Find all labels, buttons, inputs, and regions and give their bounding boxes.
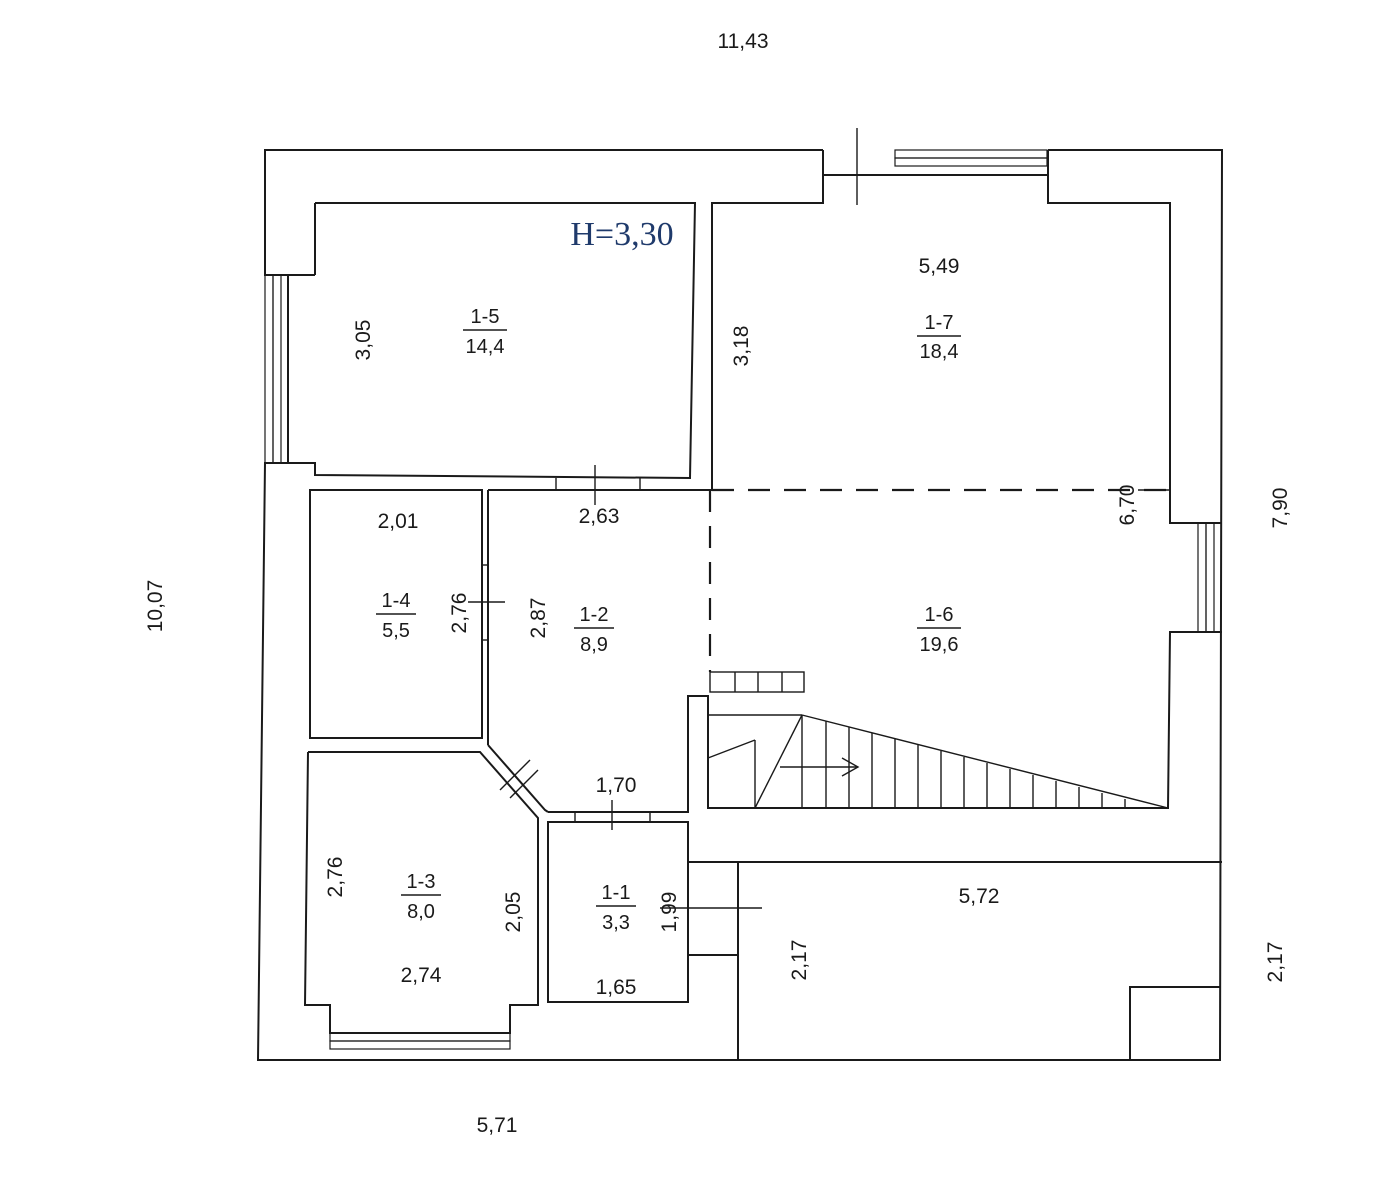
ceiling-height-label: H=3,30 [570, 216, 673, 253]
dim-top-width: 11,43 [718, 30, 769, 53]
room-label-1-3: 1-3 8,0 [401, 871, 441, 923]
room-label-1-6: 1-6 19,6 [917, 604, 961, 656]
room-1-1-walls [547, 821, 689, 1003]
room-label-1-4: 1-4 5,5 [376, 590, 416, 642]
room-1-7-1-6-walls [548, 174, 1222, 813]
room-area: 14,4 [466, 336, 505, 358]
room-1-3-walls [303, 751, 539, 1034]
room-1-2-chamfer [487, 744, 549, 813]
dim-r14-height: 2,76 [448, 593, 471, 634]
room-id: 1-3 [407, 871, 436, 893]
room-id: 1-5 [471, 306, 500, 328]
dim-r12-height: 2,87 [527, 598, 550, 639]
dim-right-lower: 2,17 [1264, 942, 1287, 983]
room-label-1-1: 1-1 3,3 [596, 882, 636, 934]
dim-r13-right: 2,05 [502, 892, 525, 933]
room-id: 1-6 [925, 604, 954, 626]
dim-r11-bottom: 1,65 [596, 976, 637, 999]
room-label-1-5: 1-5 14,4 [463, 306, 507, 358]
windows [264, 149, 1215, 1050]
room-area: 19,6 [920, 634, 959, 656]
dim-r16-height: 6,70 [1116, 485, 1139, 526]
dim-r17-width: 5,49 [919, 255, 960, 278]
room-id: 1-1 [602, 882, 631, 904]
dim-bottom-width: 5,71 [477, 1114, 518, 1137]
room-area: 8,0 [407, 901, 435, 923]
room-id: 1-7 [925, 312, 954, 334]
dim-r17-height: 3,18 [730, 326, 753, 367]
staircase [707, 671, 1169, 809]
dim-left-height: 10,07 [144, 580, 167, 633]
dim-r13-bottom: 2,74 [401, 964, 442, 987]
room-label-1-7: 1-7 18,4 [917, 312, 961, 363]
dim-r12-width: 2,63 [579, 505, 620, 528]
room-area: 3,3 [602, 912, 630, 934]
room-id: 1-2 [580, 604, 609, 626]
room-area: 8,9 [580, 634, 608, 656]
dim-terrace-height: 2,17 [788, 940, 811, 981]
room-area: 18,4 [920, 341, 959, 363]
dim-terrace-width: 5,72 [959, 885, 1000, 908]
room-label-1-2: 1-2 8,9 [574, 604, 614, 656]
dim-r11-top: 1,70 [596, 774, 637, 797]
room-area: 5,5 [382, 620, 410, 642]
terrace-walls [688, 861, 1222, 1060]
room-1-5-walls [288, 202, 697, 480]
dim-r13-left: 2,76 [324, 857, 347, 898]
dim-r11-side: 1,99 [658, 892, 681, 933]
dim-r15-height: 3,05 [352, 320, 375, 361]
room-id: 1-4 [382, 590, 411, 612]
room-1-4-walls [309, 489, 489, 745]
dim-r14-width: 2,01 [378, 510, 419, 533]
door-openings [468, 128, 1170, 909]
dim-right-height: 7,90 [1269, 488, 1292, 529]
